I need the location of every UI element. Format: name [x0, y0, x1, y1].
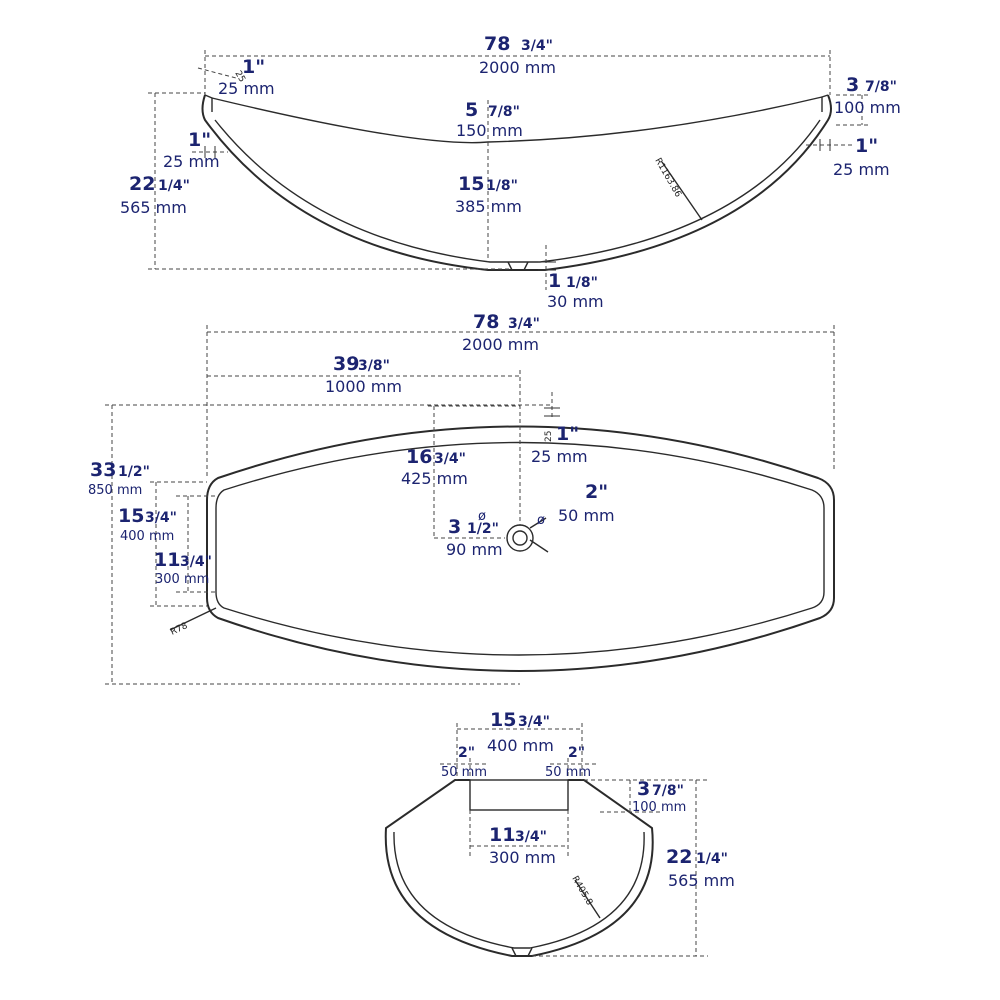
end-view-inner-outline	[393, 831, 645, 949]
top-drain-outer-mm: 90 mm	[446, 540, 503, 559]
top-width-in: 33	[90, 459, 116, 481]
side-left-lip-small: 25	[232, 69, 246, 84]
side-depth-frac: 1/8"	[486, 178, 518, 194]
end-step-h-frac: 7/8"	[652, 783, 684, 799]
end-height-mm: 565 mm	[668, 871, 735, 890]
top-drain-off-frac: 3/4"	[434, 451, 466, 467]
end-view-drain	[511, 947, 533, 957]
top-end-inner-frac: 3/4"	[180, 554, 212, 570]
side-left-wall-mm: 25 mm	[163, 152, 220, 171]
side-length-in: 78	[484, 33, 510, 55]
end-view-outer-outline	[384, 779, 654, 957]
side-right-wall-in: 1"	[855, 135, 878, 157]
side-base-frac: 1/8"	[566, 275, 598, 291]
top-view: 78 3/4" 2000 mm 39 3/8" 1000 mm 25 1" 25…	[88, 311, 835, 685]
side-view-left-lip	[204, 94, 213, 112]
top-drain-phi-right: ø	[537, 513, 545, 528]
side-base-in: 1	[548, 270, 561, 292]
end-top-in: 15	[490, 709, 516, 731]
end-inner-mm: 300 mm	[489, 848, 556, 867]
side-height-in: 22	[129, 173, 155, 195]
top-half-in: 39	[333, 353, 359, 375]
side-height-mm: 565 mm	[120, 198, 187, 217]
top-rim-in: 1"	[556, 423, 579, 445]
top-end-inner-in: 11	[154, 549, 180, 571]
top-drain-off-in: 16	[406, 446, 432, 468]
top-corner-radius: R78	[169, 621, 190, 638]
side-left-lip-mm: 25 mm	[218, 79, 275, 98]
top-end-inner-mm: 300 mm	[155, 572, 209, 587]
top-view-drain-inner	[512, 530, 528, 546]
top-rim-small: 25	[544, 431, 554, 442]
top-end-outer-mm: 400 mm	[120, 529, 174, 544]
top-half-frac: 3/8"	[358, 358, 390, 374]
side-base-mm: 30 mm	[547, 292, 604, 311]
side-right-h-in: 3	[846, 74, 859, 96]
end-inner-in: 11	[489, 824, 515, 846]
side-view-inner-curve	[211, 96, 823, 144]
side-right-h-mm: 100 mm	[834, 98, 901, 117]
side-radius: R1163.86	[652, 157, 683, 200]
side-left-lip-in: 1"	[242, 56, 265, 78]
side-rim-drop-in: 5	[465, 99, 478, 121]
top-drain-outer-frac: 1/2"	[467, 521, 499, 537]
side-view-drain	[507, 261, 529, 271]
top-end-outer-in: 15	[118, 505, 144, 527]
end-inner-frac: 3/4"	[515, 829, 547, 845]
end-left-step-in: 2"	[458, 745, 475, 761]
side-right-h-frac: 7/8"	[865, 79, 897, 95]
end-view: 15 3/4" 400 mm 2" 50 mm 2" 50 mm 3 7/8" …	[384, 709, 735, 957]
end-height-in: 22	[666, 846, 692, 868]
end-top-frac: 3/4"	[518, 714, 550, 730]
end-left-step-mm: 50 mm	[441, 765, 487, 780]
top-length-in: 78	[473, 311, 499, 333]
side-view-inner-wall	[214, 119, 821, 263]
end-top-mm: 400 mm	[487, 736, 554, 755]
top-end-outer-frac: 3/4"	[145, 510, 177, 526]
side-view: 78 3/4" 2000 mm 25 1" 25 mm 5 7/8" 150 m…	[120, 33, 901, 311]
top-rim-mm: 25 mm	[531, 447, 588, 466]
side-view-right-lip	[821, 94, 829, 112]
top-view-drain-outer	[506, 524, 534, 552]
side-length-frac: 3/4"	[521, 38, 553, 54]
end-step-h-in: 3	[637, 778, 650, 800]
top-width-mm: 850 mm	[88, 483, 142, 498]
side-depth-mm: 385 mm	[455, 197, 522, 216]
top-drain-in: 2"	[585, 481, 608, 503]
top-drain-outer-in: 3	[448, 516, 461, 538]
side-right-wall-mm: 25 mm	[833, 160, 890, 179]
top-width-frac: 1/2"	[118, 464, 150, 480]
side-length-mm: 2000 mm	[479, 58, 556, 77]
end-radius: R405.8	[569, 875, 594, 908]
side-rim-drop-mm: 150 mm	[456, 121, 523, 140]
end-right-step-mm: 50 mm	[545, 765, 591, 780]
end-step-h-mm: 100 mm	[632, 800, 686, 815]
top-half-mm: 1000 mm	[325, 377, 402, 396]
top-length-frac: 3/4"	[508, 316, 540, 332]
top-drain-outer-phi: ø	[478, 509, 486, 524]
end-view-top-block	[469, 779, 569, 811]
side-rim-drop-frac: 7/8"	[488, 104, 520, 120]
side-depth-in: 15	[458, 173, 484, 195]
top-length-mm: 2000 mm	[462, 335, 539, 354]
side-height-frac: 1/4"	[158, 178, 190, 194]
top-drain-mm: 50 mm	[558, 506, 615, 525]
top-view-inner-outline	[215, 441, 825, 656]
end-right-step-in: 2"	[568, 745, 585, 761]
top-drain-off-mm: 425 mm	[401, 469, 468, 488]
end-height-frac: 1/4"	[696, 851, 728, 867]
side-left-wall-in: 1"	[188, 129, 211, 151]
